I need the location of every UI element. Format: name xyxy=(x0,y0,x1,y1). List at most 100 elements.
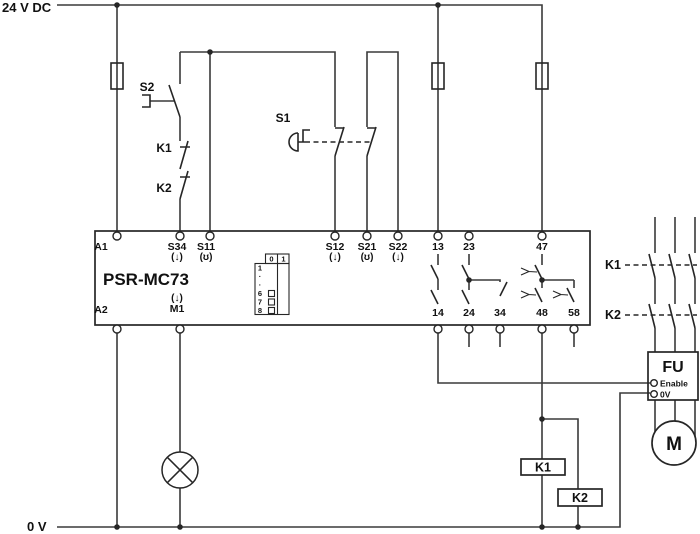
terminal-symbol-m1: (↓) xyxy=(171,293,183,304)
terminal-label-s34: S34 xyxy=(168,241,187,253)
k1-coil-label: K1 xyxy=(535,461,551,475)
fuse-icon xyxy=(110,62,124,90)
junction-dot xyxy=(575,524,581,530)
terminal-label-13: 13 xyxy=(432,241,444,253)
estop-nc-contact-1 xyxy=(334,126,345,157)
dip-checkbox xyxy=(267,298,276,306)
dip-row-label: 1 xyxy=(258,264,262,273)
output-contact-blades xyxy=(430,264,575,305)
terminal-label-m1: M1 xyxy=(170,303,185,315)
terminal-circle xyxy=(175,324,185,334)
terminal-circle xyxy=(464,324,474,334)
estop-s1: S1 xyxy=(276,111,377,157)
terminal-label-58: 58 xyxy=(568,307,580,319)
dip-row-label: 6 xyxy=(258,289,262,298)
terminal-circles xyxy=(112,231,579,334)
lamp-cross xyxy=(166,456,194,484)
terminal-label-47: 47 xyxy=(536,241,548,253)
k2-nc-contact xyxy=(179,170,190,200)
terminal-circle xyxy=(464,231,474,241)
fu-label: FU xyxy=(662,359,683,376)
terminal-circle xyxy=(537,231,547,241)
terminal-symbol-s21: (ʊ) xyxy=(361,252,374,263)
frequency-converter: FU Enable 0V xyxy=(647,351,699,401)
k2-coil-label: K2 xyxy=(572,491,588,505)
s2-button-label: S2 xyxy=(140,80,155,94)
terminal-symbol-s11: (ʊ) xyxy=(200,252,213,263)
fu-0v-terminal xyxy=(650,390,659,399)
terminal-label-a1: A1 xyxy=(94,241,108,253)
semiconductor-output-fork-icon xyxy=(520,267,569,299)
junction-dot xyxy=(114,2,120,8)
k1-nc-contact-label: K1 xyxy=(156,141,172,155)
wires xyxy=(57,4,696,528)
terminal-label-s22: S22 xyxy=(389,241,408,253)
k1-coil-box xyxy=(520,458,566,476)
terminal-circle xyxy=(569,324,579,334)
rail-top-label: 24 V DC xyxy=(2,0,52,15)
device-name: PSR-MC73 xyxy=(103,270,189,289)
terminal-symbol-s12: (↓) xyxy=(329,252,341,263)
estop-mushroom-icon xyxy=(288,129,310,152)
dip-row-label: · xyxy=(259,272,262,281)
k1-contacts-label: K1 xyxy=(605,258,621,272)
fu-box xyxy=(647,351,699,401)
junction-dot xyxy=(207,49,213,55)
terminal-label-23: 23 xyxy=(463,241,475,253)
reset-feedback-chain: S2 K1 K2 xyxy=(140,80,190,200)
terminal-circle xyxy=(205,231,215,241)
fu-enable-terminal xyxy=(650,379,659,388)
estop-s1-label: S1 xyxy=(276,111,291,125)
dip-checkbox xyxy=(267,306,276,315)
dip-col-1-label: 1 xyxy=(281,255,285,264)
k2-coil-box xyxy=(557,488,603,507)
output-contact-leads xyxy=(437,254,575,290)
terminal-label-48: 48 xyxy=(536,307,548,319)
terminal-circle xyxy=(433,324,443,334)
terminal-circle xyxy=(362,231,372,241)
estop-nc-contact-2 xyxy=(366,126,377,157)
junction-dot xyxy=(539,416,545,422)
contactor-coils: K1 K2 xyxy=(520,458,603,507)
dip-checkbox xyxy=(267,289,276,298)
junction-dot xyxy=(114,524,120,530)
k1-nc-contact xyxy=(179,140,190,170)
safety-relay-module: PSR-MC73 0 1 1 · · 6 7 8 A1 S34 (↓) S11 … xyxy=(94,230,591,334)
junction-dot xyxy=(435,2,441,8)
terminal-circle xyxy=(495,324,505,334)
k2-contacts-label: K2 xyxy=(605,308,621,322)
terminal-label-24: 24 xyxy=(463,307,475,319)
terminal-label-14: 14 xyxy=(432,307,444,319)
wire-segments xyxy=(57,4,696,528)
terminal-circle xyxy=(175,231,185,241)
rail-bottom-label: 0 V xyxy=(27,519,47,534)
motor-icon xyxy=(651,420,697,466)
indicator-lamp xyxy=(161,451,199,489)
relay-box xyxy=(94,230,591,326)
dip-col-0-label: 0 xyxy=(269,255,273,264)
k2-phase-contacts xyxy=(648,303,696,329)
junction-dot xyxy=(177,524,183,530)
dip-row-label: 8 xyxy=(258,306,262,315)
dip-row-label: 7 xyxy=(258,298,262,307)
fuse-icon xyxy=(431,62,445,90)
dip-switch-block: 0 1 1 · · 6 7 8 xyxy=(254,253,290,316)
fu-enable-label: Enable xyxy=(660,379,688,389)
dip-row-label: · xyxy=(259,281,262,290)
fuse-icon xyxy=(535,62,549,90)
motor: M xyxy=(651,420,697,466)
contactor-main-contacts: K1 K2 xyxy=(605,253,697,329)
terminal-circle xyxy=(112,324,122,334)
terminal-circle xyxy=(393,231,403,241)
terminal-circle xyxy=(112,231,122,241)
k2-nc-contact-label: K2 xyxy=(156,181,172,195)
junction-dot xyxy=(539,277,545,283)
junction-dot xyxy=(539,524,545,530)
junction-dot xyxy=(466,277,472,283)
terminal-label-34: 34 xyxy=(494,307,506,319)
motor-label: M xyxy=(666,434,682,455)
pushbutton-actuator-icon xyxy=(142,94,151,108)
terminal-circle xyxy=(330,231,340,241)
